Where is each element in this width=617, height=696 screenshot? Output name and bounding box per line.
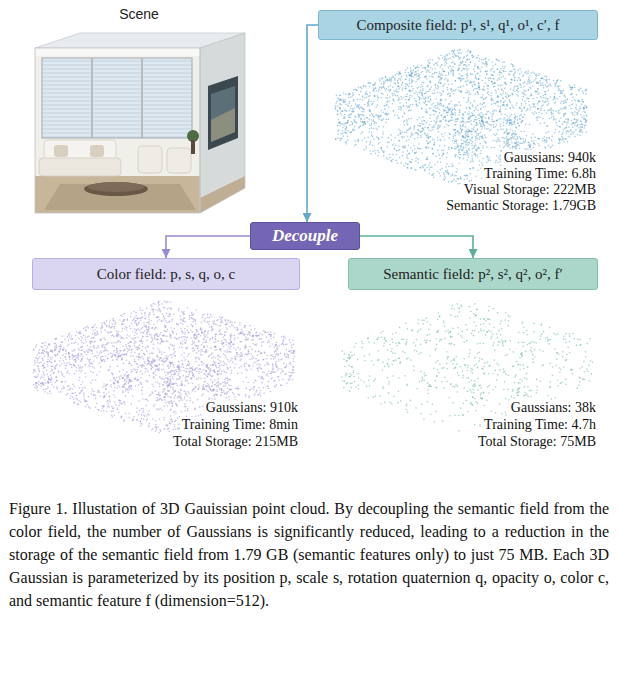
figure-stage: Scene Composite field: p¹, s¹, q¹, o¹, c… — [0, 0, 617, 696]
